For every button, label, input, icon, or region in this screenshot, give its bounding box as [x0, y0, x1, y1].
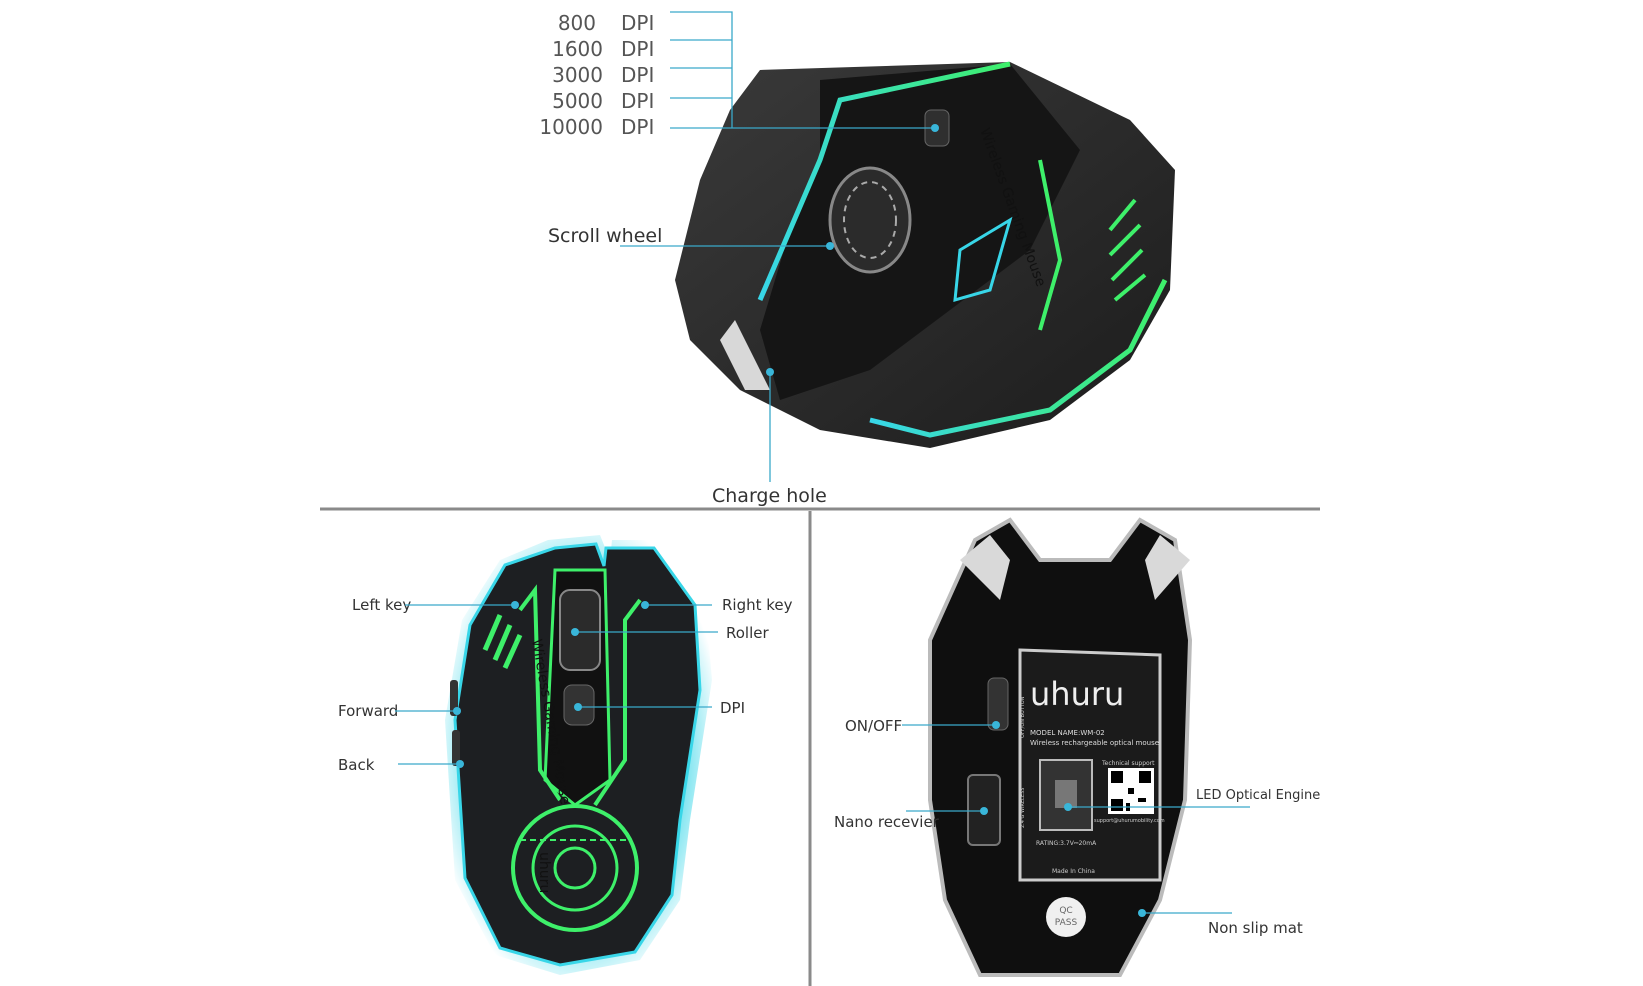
sticker-brand: uhuru [1030, 675, 1124, 713]
dpi-value-1: 800 [558, 11, 596, 35]
dpi-unit-3: DPI [621, 63, 654, 87]
forward-label: Forward [338, 702, 398, 720]
sticker-onoff-vertical: OFF/ON BUTTON [1020, 696, 1026, 738]
dpi-value-4: 5000 [552, 89, 603, 113]
led-engine-label: LED Optical Engine [1196, 788, 1320, 803]
dpi-value-3: 3000 [552, 63, 603, 87]
left-key-label: Left key [352, 596, 411, 614]
right-key-label: Right key [722, 596, 793, 614]
back-label: Back [338, 756, 375, 774]
dpi-unit-2: DPI [621, 37, 654, 61]
dpi-unit-1: DPI [621, 11, 654, 35]
pass-text: PASS [1055, 918, 1078, 928]
dpi-value-2: 1600 [552, 37, 603, 61]
sticker-wireless-vertical: 2.4 G WIRELESS [1020, 788, 1026, 828]
on-off-label: ON/OFF [845, 717, 902, 735]
roller-label: Roller [726, 624, 769, 642]
charge-hole-label: Charge hole [712, 485, 827, 507]
sticker-made: Made In China [1052, 868, 1095, 875]
sticker-desc: Wireless rechargeable optical mouse [1030, 739, 1159, 747]
scroll-wheel-label: Scroll wheel [548, 225, 662, 247]
sticker-tech: Technical support [1101, 760, 1155, 767]
qc-text: QC [1059, 906, 1072, 916]
dpi-unit-4: DPI [621, 89, 654, 113]
nano-receiver-label: Nano recevier [834, 813, 940, 831]
non-slip-label: Non slip mat [1208, 919, 1303, 937]
dpi-value-5: 10000 [539, 115, 603, 139]
qr-code-icon [1108, 768, 1154, 814]
sticker-model: MODEL NAME:WM-02 [1030, 729, 1105, 737]
top-mouse: Wireless Gaming Mouse [675, 61, 1175, 448]
underside-mouse: uhuru MODEL NAME:WM-02 Wireless recharge… [928, 517, 1193, 977]
sticker-email: support@uhurumobility.com [1094, 818, 1165, 824]
sticker-rating: RATING:3.7V⎓20mA [1036, 840, 1097, 847]
dpi-label-group: 800 DPI 1600 DPI 3000 DPI 5000 DPI 10000… [539, 11, 654, 139]
topview-mouse: uhuru Wireless Gaming Mouse [445, 535, 712, 975]
topview-logo: uhuru [536, 852, 552, 893]
dpi-unit-5: DPI [621, 115, 654, 139]
dpi-label: DPI [720, 699, 745, 717]
dpi-bracket [670, 11, 939, 132]
